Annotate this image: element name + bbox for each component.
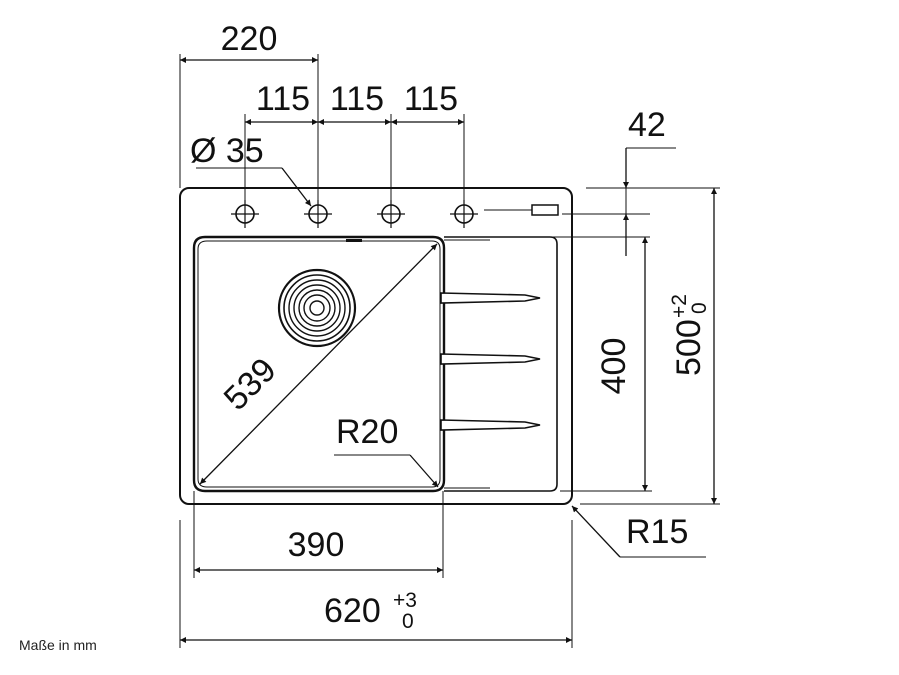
tap-holes [231,200,478,228]
dim-620-tol-upper: +3 [393,589,417,612]
overflow-slot [484,204,559,216]
dim-42: 42 [520,106,720,256]
dim-115-label-1: 115 [256,80,310,118]
tap-hole-4 [450,200,478,228]
dim-220: 220 [179,20,319,200]
drain-strainer [277,268,357,348]
sink-outline [179,187,573,505]
dim-500-tol-upper: +2 [668,294,691,318]
dim-500: 500 +2 0 [580,188,720,505]
dim-115-label-2: 115 [330,80,384,118]
dim-500-tol-lower: 0 [688,302,711,314]
dim-115-label-3: 115 [404,80,458,118]
dim-115-chain: 115 115 115 [244,80,465,200]
dim-r20-label: R20 [336,413,398,451]
dim-42-label: 42 [628,106,666,144]
dim-400: 400 [560,237,652,492]
dim-diameter-35: Ø 35 [190,132,312,207]
units-note: Maße in mm [19,637,97,653]
dim-620-tol-lower: 0 [402,610,414,633]
dim-220-label: 220 [221,20,278,58]
dim-390: 390 [193,491,444,578]
dim-390-label: 390 [288,526,345,564]
tap-hole-2 [304,200,332,228]
dim-r15-label: R15 [626,513,688,551]
drain-ribs [440,292,541,431]
dim-diameter-label: Ø 35 [190,132,264,170]
dim-400-label: 400 [595,338,633,395]
dim-500-label: 500 [670,319,708,376]
dim-539-label: 539 [217,351,284,418]
dim-620: 620 +3 0 [179,520,573,648]
dim-r15: R15 [571,505,706,558]
dim-r20: R20 [334,413,439,488]
tap-hole-3 [377,200,405,228]
tap-hole-1 [231,200,259,228]
dim-620-label: 620 [324,592,381,630]
